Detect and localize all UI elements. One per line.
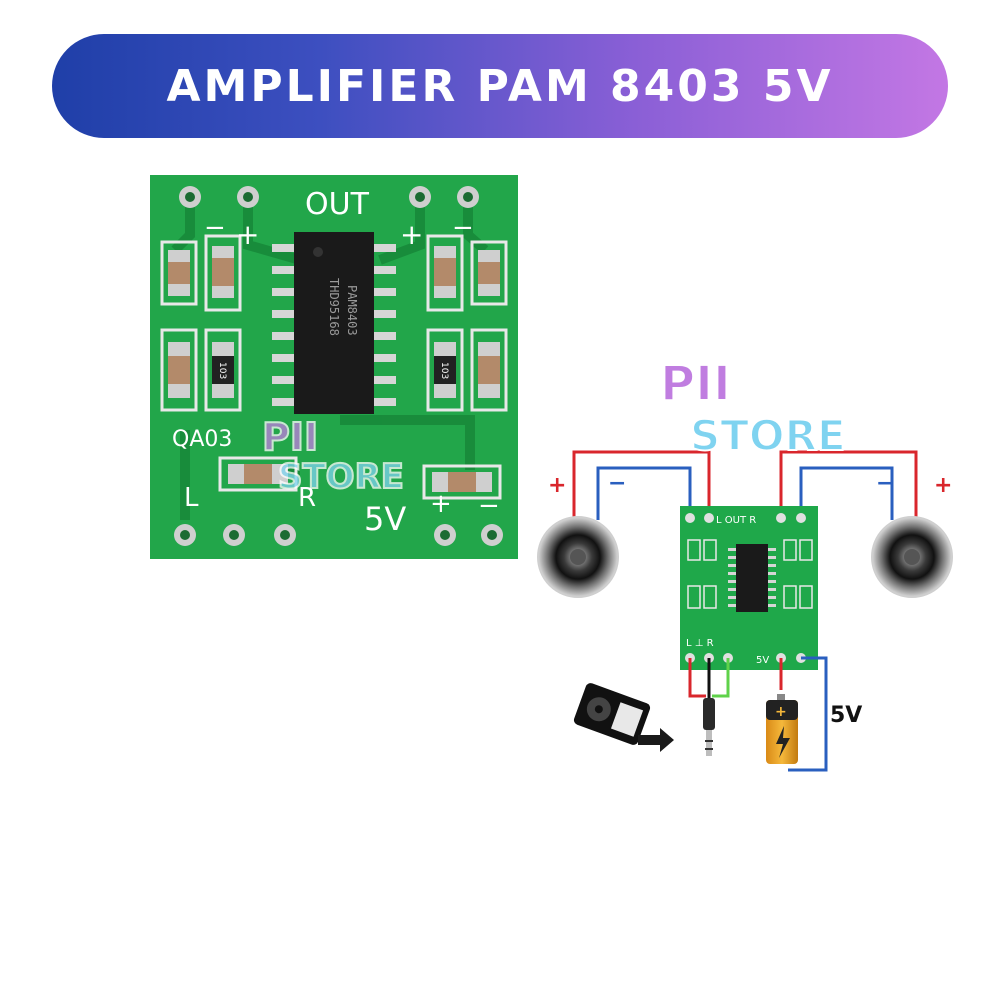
left-speaker-positive-wire xyxy=(572,450,711,520)
diagram-board-top-label: L OUT R xyxy=(716,515,756,526)
left-speaker-negative-wire xyxy=(596,466,692,520)
left-plus-sign: + xyxy=(548,473,566,498)
audio-right-wire xyxy=(712,658,730,698)
silk-plus-left: + xyxy=(236,218,259,251)
silk-l-label: L xyxy=(184,483,199,513)
pam8403-chip: PAM8403 THD95168 xyxy=(272,232,396,414)
store-watermark-diagram: PII STORE xyxy=(659,355,847,461)
watermark-diagram-line1: PII xyxy=(660,356,731,412)
mp3-player-icon xyxy=(573,683,651,745)
diagram-board-bottom-label: L ⊥ R xyxy=(686,638,714,649)
top-pad-row xyxy=(179,186,479,208)
audio-jack-icon xyxy=(703,698,715,756)
right-speaker-icon xyxy=(871,516,953,598)
chip-marking-2: THD95168 xyxy=(327,278,341,336)
resistor-code-left: 103 xyxy=(217,362,227,379)
left-minus-sign: − xyxy=(608,471,626,496)
banner-title: AMPLIFIER PAM 8403 5V xyxy=(166,60,834,112)
battery-icon: + xyxy=(766,694,798,764)
battery-voltage-label: 5V xyxy=(830,703,862,728)
chip-marking-1: PAM8403 xyxy=(345,285,359,336)
silk-minus-left: − xyxy=(204,213,226,243)
watermark-diagram-line2: STORE xyxy=(690,411,846,460)
bottom-pad-row xyxy=(174,524,503,546)
silk-r-label: R xyxy=(298,483,316,513)
battery-plus-sign: + xyxy=(775,704,787,720)
pam8403-board-diagram: L OUT R L ⊥ R 5V xyxy=(680,506,818,670)
arrow-right-icon xyxy=(638,728,674,752)
smd-components: 103 103 xyxy=(160,234,508,500)
diagram-board-5v: 5V xyxy=(756,655,769,666)
silk-model-label: QA03 xyxy=(172,427,232,452)
resistor-code-right: 103 xyxy=(439,362,449,379)
silk-plus-right: + xyxy=(400,218,423,251)
right-minus-sign: − xyxy=(876,471,894,496)
left-speaker-icon xyxy=(537,516,619,598)
right-speaker-negative-wire xyxy=(799,466,894,520)
watermark-photo-line1: PII xyxy=(262,415,318,459)
store-watermark-photo: PII STORE xyxy=(261,414,405,498)
pam8403-board-photo: PAM8403 THD95168 103 103 xyxy=(150,175,518,559)
silk-minus-right: − xyxy=(452,213,474,243)
audio-left-wire xyxy=(688,658,706,698)
watermark-photo-line2: STORE xyxy=(278,457,404,497)
silk-5v-label: 5V xyxy=(364,500,406,538)
silk-minus-power: − xyxy=(478,491,500,521)
right-speaker-positive-wire xyxy=(779,450,918,520)
right-plus-sign: + xyxy=(934,473,952,498)
title-banner: AMPLIFIER PAM 8403 5V xyxy=(52,34,948,138)
silk-plus-power: + xyxy=(430,489,452,519)
power-negative-wire xyxy=(788,656,828,772)
wiring-diagram: + − − + L OUT R xyxy=(537,450,953,772)
silk-out-label: OUT xyxy=(305,187,370,222)
